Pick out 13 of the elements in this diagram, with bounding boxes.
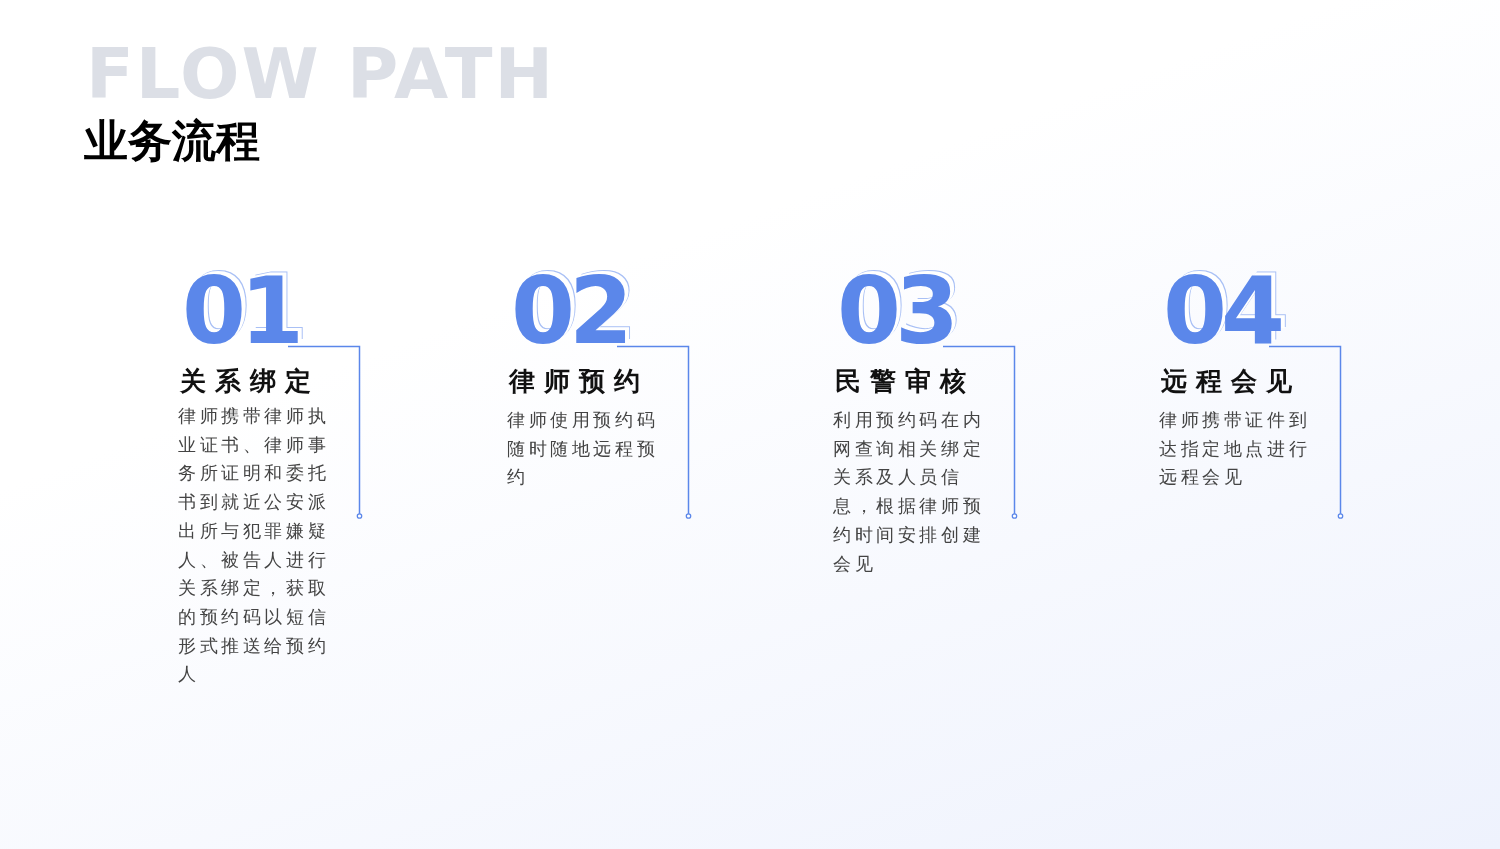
step-description: 利用预约码在内网查询相关绑定关系及人员信息，根据律师预约时间安排创建会见 <box>833 408 986 576</box>
step-number: 02 <box>511 262 628 362</box>
step-number: 03 <box>837 262 954 362</box>
step-description: 律师携带律师执业证书、律师事务所证明和委托书到就近公安派出所与犯罪嫌疑人、被告人进行关系绑定，获取的预约码以短信形式推送给预约人 <box>178 404 331 687</box>
step-heading: 律师预约 <box>509 365 649 398</box>
step-description: 律师携带证件到达指定地点进行远程会见 <box>1159 408 1312 490</box>
step-heading: 远程会见 <box>1161 365 1301 398</box>
step-number: 01 <box>182 262 299 362</box>
step-heading: 关系绑定 <box>180 365 320 398</box>
step-number: 04 <box>1163 262 1280 362</box>
title: 业务流程 <box>84 114 260 168</box>
step-description: 律师使用预约码随时随地远程预约 <box>507 408 660 490</box>
step-heading: 民警审核 <box>835 365 975 398</box>
